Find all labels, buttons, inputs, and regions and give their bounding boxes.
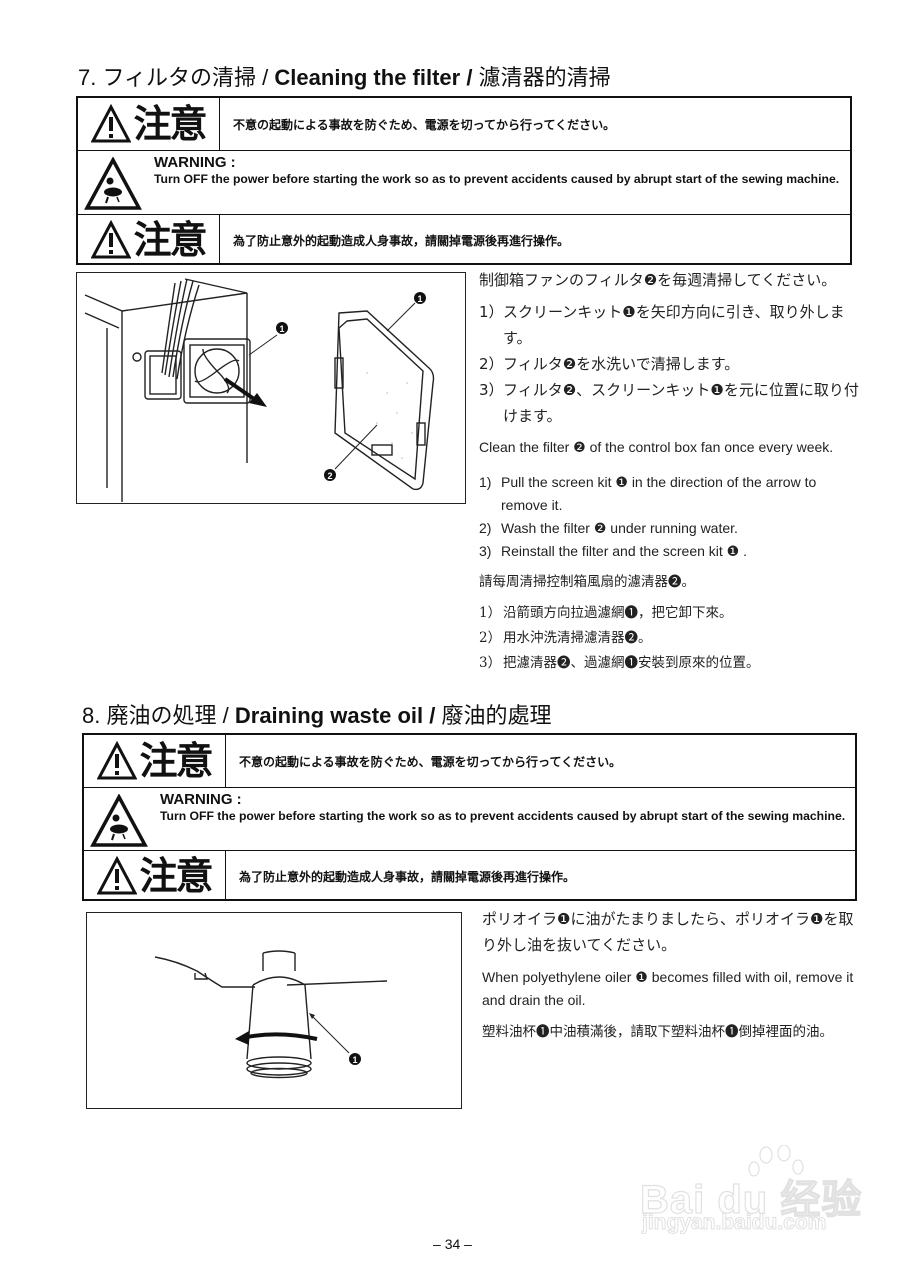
warning-en-row: WARNING : Turn OFF the power before star… — [84, 787, 855, 850]
title-separator: / — [466, 65, 473, 90]
caution-jp-text: 不意の起動による事故を防ぐため、電源を切ってから行ってください。 — [233, 117, 616, 132]
svg-text:2: 2 — [327, 471, 332, 481]
section-7-title: 7. フィルタの清掃 / Cleaning the filter / 濾清器的清… — [78, 60, 611, 92]
svg-text:1: 1 — [352, 1055, 357, 1065]
caution-label-cell: 注意 — [84, 851, 226, 901]
safety-notice-box: 注意 不意の起動による事故を防ぐため、電源を切ってから行ってください。 WARN… — [76, 96, 852, 265]
caution-label: 注意 — [139, 739, 213, 783]
step-number: 3） — [479, 381, 504, 399]
watermark-url: jingyan.baidu.com — [641, 1211, 827, 1235]
step-jp-1: 1）スクリーンキット❶を矢印方向に引き、取り外します。 — [479, 299, 861, 351]
title-en: Draining waste oil — [234, 703, 424, 728]
caution-jp-row: 注意 不意の起動による事故を防ぐため、電源を切ってから行ってください。 — [84, 735, 855, 787]
baidu-watermark: Bai du 经验 jingyan.baidu.com — [639, 1145, 870, 1235]
step-number: 3） — [479, 655, 502, 671]
title-jp: フィルタの清掃 — [102, 65, 257, 90]
instructions-jp: 制御箱ファンのフィルタ❷を毎週清掃してください。 1）スクリーンキット❶を矢印方… — [479, 267, 861, 429]
section-number: 7. — [78, 65, 97, 90]
warning-triangle-icon — [97, 741, 138, 780]
step-en-3: 3) Reinstall the filter and the screen ki… — [479, 540, 861, 563]
step-number: 3) — [479, 543, 492, 559]
caution-zh-row: 注意 為了防止意外的起動造成人身事故，請關掉電源後再進行操作。 — [84, 850, 855, 901]
instructions-zh: 請每周清掃控制箱風扇的濾清器❷。 1）沿箭頭方向拉過濾網❶，把它卸下來。 2）用… — [479, 570, 861, 676]
warning-text-block: WARNING : Turn OFF the power before star… — [160, 792, 851, 825]
caution-zh-text: 為了防止意外的起動造成人身事故，請關掉電源後再進行操作。 — [233, 233, 570, 248]
warning-title: WARNING : — [154, 154, 236, 171]
step-zh-3: 3）把濾清器❷、過濾網❶安裝到原來的位置。 — [479, 651, 861, 676]
instructions-zh: 塑料油杯❶中油積滿後，請取下塑料油杯❶倒掉裡面的油。 — [482, 1020, 862, 1045]
title-zh: 廢油的處理 — [441, 703, 552, 728]
svg-text:1: 1 — [417, 294, 422, 304]
intro-en: Clean the filter ❷ of the control box fa… — [479, 439, 834, 455]
control-box-diagram: 1 1 2 — [84, 278, 435, 502]
title-separator: / — [222, 703, 229, 728]
instructions-jp: ポリオイラ❶に油がたまりましたら、ポリオイラ❶を取り外し油を抜いてください。 — [482, 906, 862, 958]
warning-title: WARNING : — [160, 791, 242, 808]
page-number: – 34 – — [433, 1236, 472, 1252]
caution-label: 注意 — [133, 102, 207, 146]
caution-label-cell: 注意 — [84, 735, 226, 787]
step-en-1: 1) Pull the screen kit ❶ in the direction… — [479, 471, 861, 517]
step-text: 沿箭頭方向拉過濾網❶，把它卸下來。 — [503, 605, 733, 621]
step-number: 2） — [479, 630, 502, 646]
step-text: フィルタ❷、スクリーンキット❶を元に位置に取り付けます。 — [503, 381, 859, 425]
step-text: Pull the screen kit ❶ in the direction o… — [501, 474, 817, 513]
step-text: 用水沖洗清掃濾清器❷。 — [503, 630, 652, 646]
caution-jp-row: 注意 不意の起動による事故を防ぐため、電源を切ってから行ってください。 — [78, 98, 850, 150]
warning-triangle-icon — [91, 220, 132, 259]
step-zh-2: 2）用水沖洗清掃濾清器❷。 — [479, 626, 861, 651]
caution-zh-row: 注意 為了防止意外的起動造成人身事故，請關掉電源後再進行操作。 — [78, 214, 850, 265]
hand-crush-hazard-icon — [84, 157, 142, 210]
section-8-title: 8. 廃油の処理 / Draining waste oil / 廢油的處理 — [82, 698, 552, 730]
warning-triangle-icon — [91, 104, 132, 143]
step-text: スクリーンキット❶を矢印方向に引き、取り外します。 — [503, 303, 845, 347]
intro-jp: 制御箱ファンのフィルタ❷を毎週清掃してください。 — [479, 271, 837, 289]
step-number: 1) — [479, 474, 492, 490]
step-jp-3: 3）フィルタ❷、スクリーンキット❶を元に位置に取り付けます。 — [479, 377, 861, 429]
intro-zh: 塑料油杯❶中油積滿後，請取下塑料油杯❶倒掉裡面的油。 — [482, 1024, 833, 1040]
step-zh-1: 1）沿箭頭方向拉過濾網❶，把它卸下來。 — [479, 601, 861, 626]
step-text: Reinstall the filter and the screen kit … — [501, 543, 747, 559]
step-en-2: 2) Wash the filter ❷ under running water. — [479, 517, 861, 540]
title-en: Cleaning the filter — [274, 65, 461, 90]
caution-jp-text: 不意の起動による事故を防ぐため、電源を切ってから行ってください。 — [239, 754, 622, 769]
safety-notice-box: 注意 不意の起動による事故を防ぐため、電源を切ってから行ってください。 WARN… — [82, 733, 857, 901]
caution-label-cell: 注意 — [78, 98, 220, 150]
warning-body: Turn OFF the power before starting the w… — [160, 809, 846, 823]
title-separator: / — [262, 65, 269, 90]
step-text: 把濾清器❷、過濾網❶安裝到原來的位置。 — [503, 655, 760, 671]
title-zh: 濾清器的清掃 — [478, 65, 611, 90]
caution-label-cell: 注意 — [78, 215, 220, 265]
caution-zh-text: 為了防止意外的起動造成人身事故，請關掉電源後再進行操作。 — [239, 869, 576, 884]
hand-crush-hazard-icon — [90, 794, 148, 847]
polyethylene-oiler-diagram: 1 — [154, 950, 388, 1079]
step-text: フィルタ❷を水洗いで清掃します。 — [503, 355, 740, 373]
intro-jp: ポリオイラ❶に油がたまりましたら、ポリオイラ❶を取り外し油を抜いてください。 — [482, 910, 854, 954]
warning-text-block: WARNING : Turn OFF the power before star… — [154, 155, 846, 188]
step-number: 1） — [479, 303, 504, 321]
oil-draining-illustration: 1 — [86, 912, 462, 1109]
caution-label: 注意 — [133, 218, 207, 262]
title-separator: / — [429, 703, 436, 728]
step-jp-2: 2）フィルタ❷を水洗いで清掃します。 — [479, 351, 861, 377]
intro-zh: 請每周清掃控制箱風扇的濾清器❷。 — [479, 574, 695, 590]
step-text: Wash the filter ❷ under running water. — [501, 520, 738, 536]
section-number: 8. — [82, 703, 101, 728]
caution-label: 注意 — [139, 854, 213, 898]
step-number: 2） — [479, 355, 504, 373]
instructions-en: When polyethylene oiler ❶ becomes filled… — [482, 966, 862, 1012]
title-jp: 廃油の処理 — [106, 703, 217, 728]
filter-cleaning-illustration: 1 1 2 — [76, 272, 466, 504]
intro-en: When polyethylene oiler ❶ becomes filled… — [482, 969, 854, 1008]
step-number: 1） — [479, 605, 502, 621]
warning-triangle-icon — [97, 856, 138, 895]
instructions-en: Clean the filter ❷ of the control box fa… — [479, 436, 861, 563]
watermark-logo: Bai du 经验 — [639, 1177, 863, 1222]
step-number: 2) — [479, 520, 492, 536]
warning-body: Turn OFF the power before starting the w… — [154, 172, 840, 186]
warning-en-row: WARNING : Turn OFF the power before star… — [78, 150, 850, 214]
svg-text:1: 1 — [279, 324, 284, 334]
paw-icon — [748, 1145, 804, 1177]
